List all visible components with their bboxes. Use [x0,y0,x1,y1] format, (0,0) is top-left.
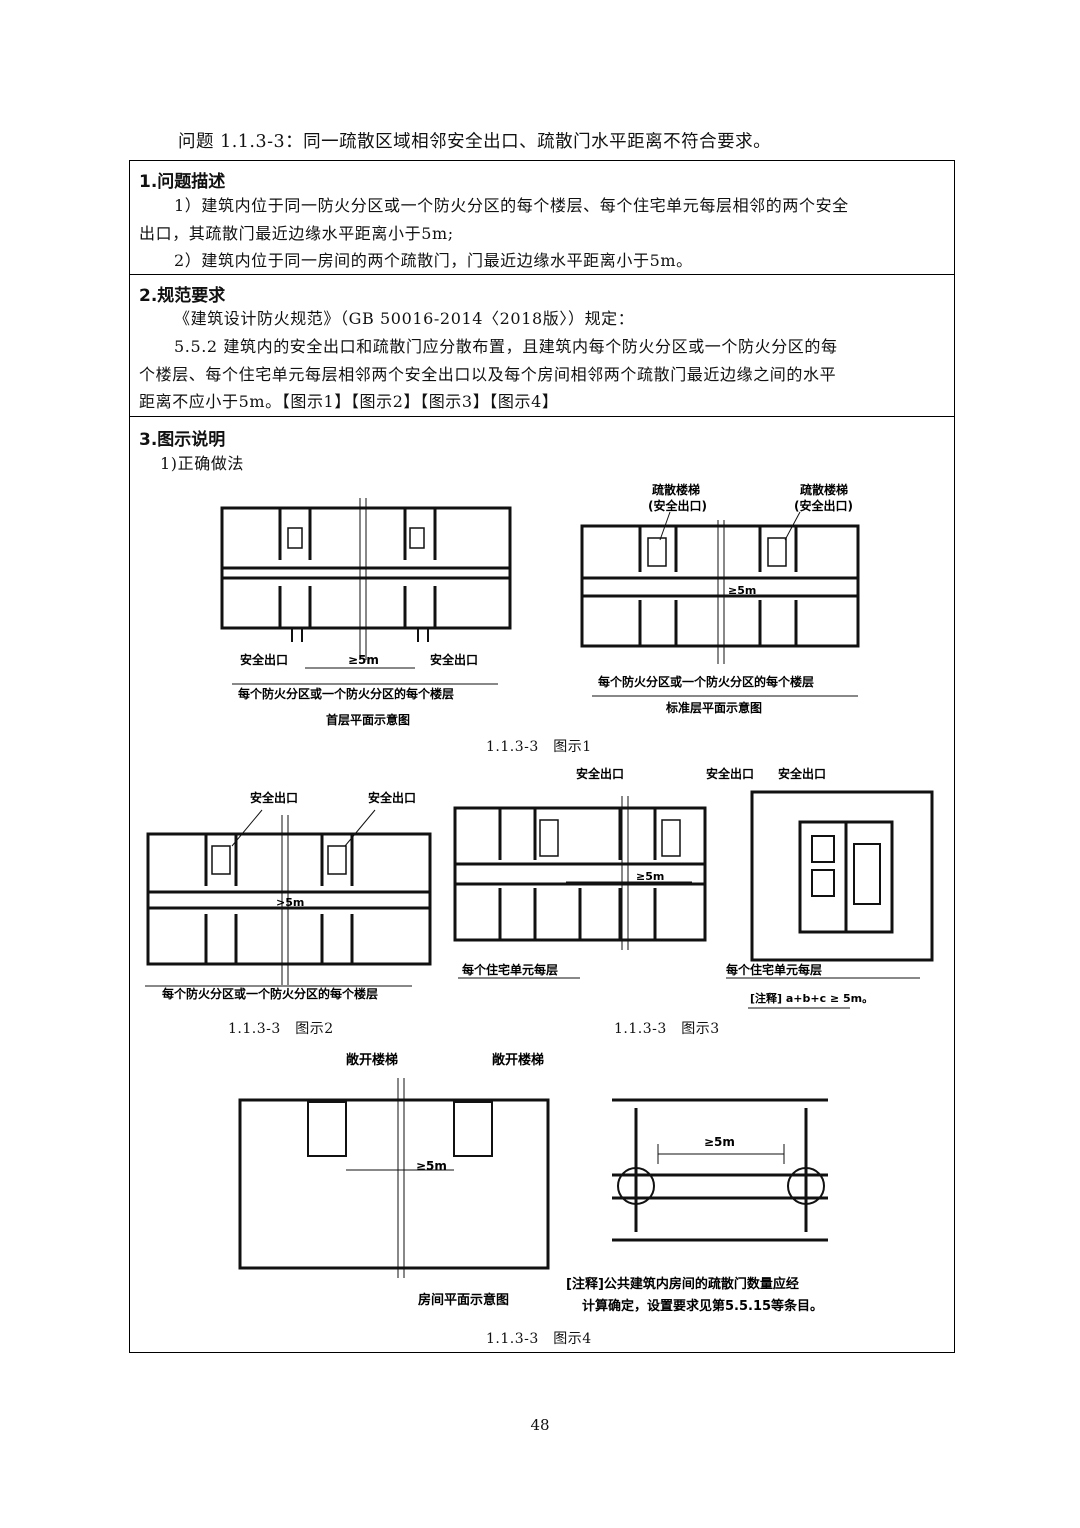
fig4-dist-left: ≥5m [416,1159,447,1173]
fig4-stair-b: 敞开楼梯 [492,1052,544,1068]
section3-heading: 3.图示说明 [139,430,226,450]
fig1-left-exit-a: 安全出口 [240,652,288,667]
fig4-note-a: [注释]公共建筑内房间的疏散门数量应经 [566,1276,799,1292]
fig2-dist: >5m [276,896,304,909]
fig4-dist-right: ≥5m [704,1135,735,1149]
fig1-right-title: 标准层平面示意图 [665,700,762,715]
fig1-left-dist: ≥5m [348,653,379,667]
section1-p1b: 出口，其疏散门最近边缘水平距离小于5m; [139,224,454,243]
fig3-caption: 1.1.3-3 图示3 [614,1021,720,1037]
fig3-dist: ≥5m [636,870,664,883]
section3-sub: 1)正确做法 [160,454,245,473]
content-table: 1.问题描述 1）建筑内位于同一防火分区或一个防火分区的每个楼层、每个住宅单元每… [129,160,955,1353]
fig4-caption: 1.1.3-3 图示4 [486,1331,592,1347]
fig3-unit2: 每个住宅单元每层 [726,962,822,977]
fig1-right-plan [580,524,860,648]
fig1-right-floor: 每个防火分区或一个防火分区的每个楼层 [598,674,814,689]
fig1-right-dist: ≥5m [728,584,756,597]
fig3-exit-b: 安全出口 [706,766,754,781]
fig4-left-plan [238,1098,550,1270]
fig4-right-plan [612,1098,828,1242]
fig2-plan [146,832,432,966]
fig2-floor: 每个防火分区或一个防火分区的每个楼层 [162,986,378,1001]
fig3-middle-plan [453,806,707,942]
fig3-exit-c: 安全出口 [778,766,826,781]
fig1-left-floor: 每个防火分区或一个防火分区的每个楼层 [238,686,454,701]
section2-p2a: 5.5.2 建筑内的安全出口和疏散门应分散布置，且建筑内每个防火分区或一个防火分… [174,337,838,356]
fig4-note-b: 计算确定，设置要求见第5.5.15等条目。 [582,1298,823,1314]
fig1-right-stair2-sub: (安全出口) [794,498,853,513]
fig1-caption: 1.1.3-3 图示1 [486,739,592,755]
fig2-exit-a: 安全出口 [250,790,298,805]
section-code-requirement: 2.规范要求 《建筑设计防火规范》（GB 50016-2014〈2018版〉）规… [130,275,954,417]
fig4-title: 房间平面示意图 [418,1292,509,1308]
fig3-right-plan [750,790,934,962]
section1-heading: 1.问题描述 [139,172,226,192]
fig1-left-title: 首层平面示意图 [326,712,410,727]
fig1-right-stair: 疏散楼梯 [652,482,700,497]
fig3-note: [注释] a+b+c ≥ 5m。 [750,991,873,1005]
section2-p2c: 距离不应小于5m。【图示1】【图示2】【图示3】【图示4】 [139,392,559,411]
problem-title: 问题 1.1.3-3：同一疏散区域相邻安全出口、疏散门水平距离不符合要求。 [178,132,772,152]
section2-p2b: 个楼层、每个住宅单元每层相邻两个安全出口以及每个房间相邻两个疏散门最近边缘之间的… [139,365,837,384]
fig3-exit-a: 安全出口 [576,766,624,781]
fig1-left-exit-b: 安全出口 [430,652,478,667]
fig3-unit: 每个住宅单元每层 [462,962,558,977]
page-number: 48 [530,1416,550,1434]
section1-p1a: 1）建筑内位于同一防火分区或一个防火分区的每个楼层、每个住宅单元每层相邻的两个安… [174,196,849,215]
section-illustrations: 3.图示说明 1)正确做法 [130,417,954,1353]
fig1-right-stair2: 疏散楼梯 [800,482,848,497]
section1-p2: 2）建筑内位于同一房间的两个疏散门，门最近边缘水平距离小于5m。 [174,251,693,270]
fig2-caption: 1.1.3-3 图示2 [228,1021,334,1037]
fig4-stair-a: 敞开楼梯 [346,1052,398,1068]
section2-p1: 《建筑设计防火规范》（GB 50016-2014〈2018版〉）规定： [174,309,635,328]
fig1-right-stair-sub: (安全出口) [648,498,707,513]
section-problem-description: 1.问题描述 1）建筑内位于同一防火分区或一个防火分区的每个楼层、每个住宅单元每… [130,161,954,275]
fig2-exit-b: 安全出口 [368,790,416,805]
section2-heading: 2.规范要求 [139,286,226,306]
